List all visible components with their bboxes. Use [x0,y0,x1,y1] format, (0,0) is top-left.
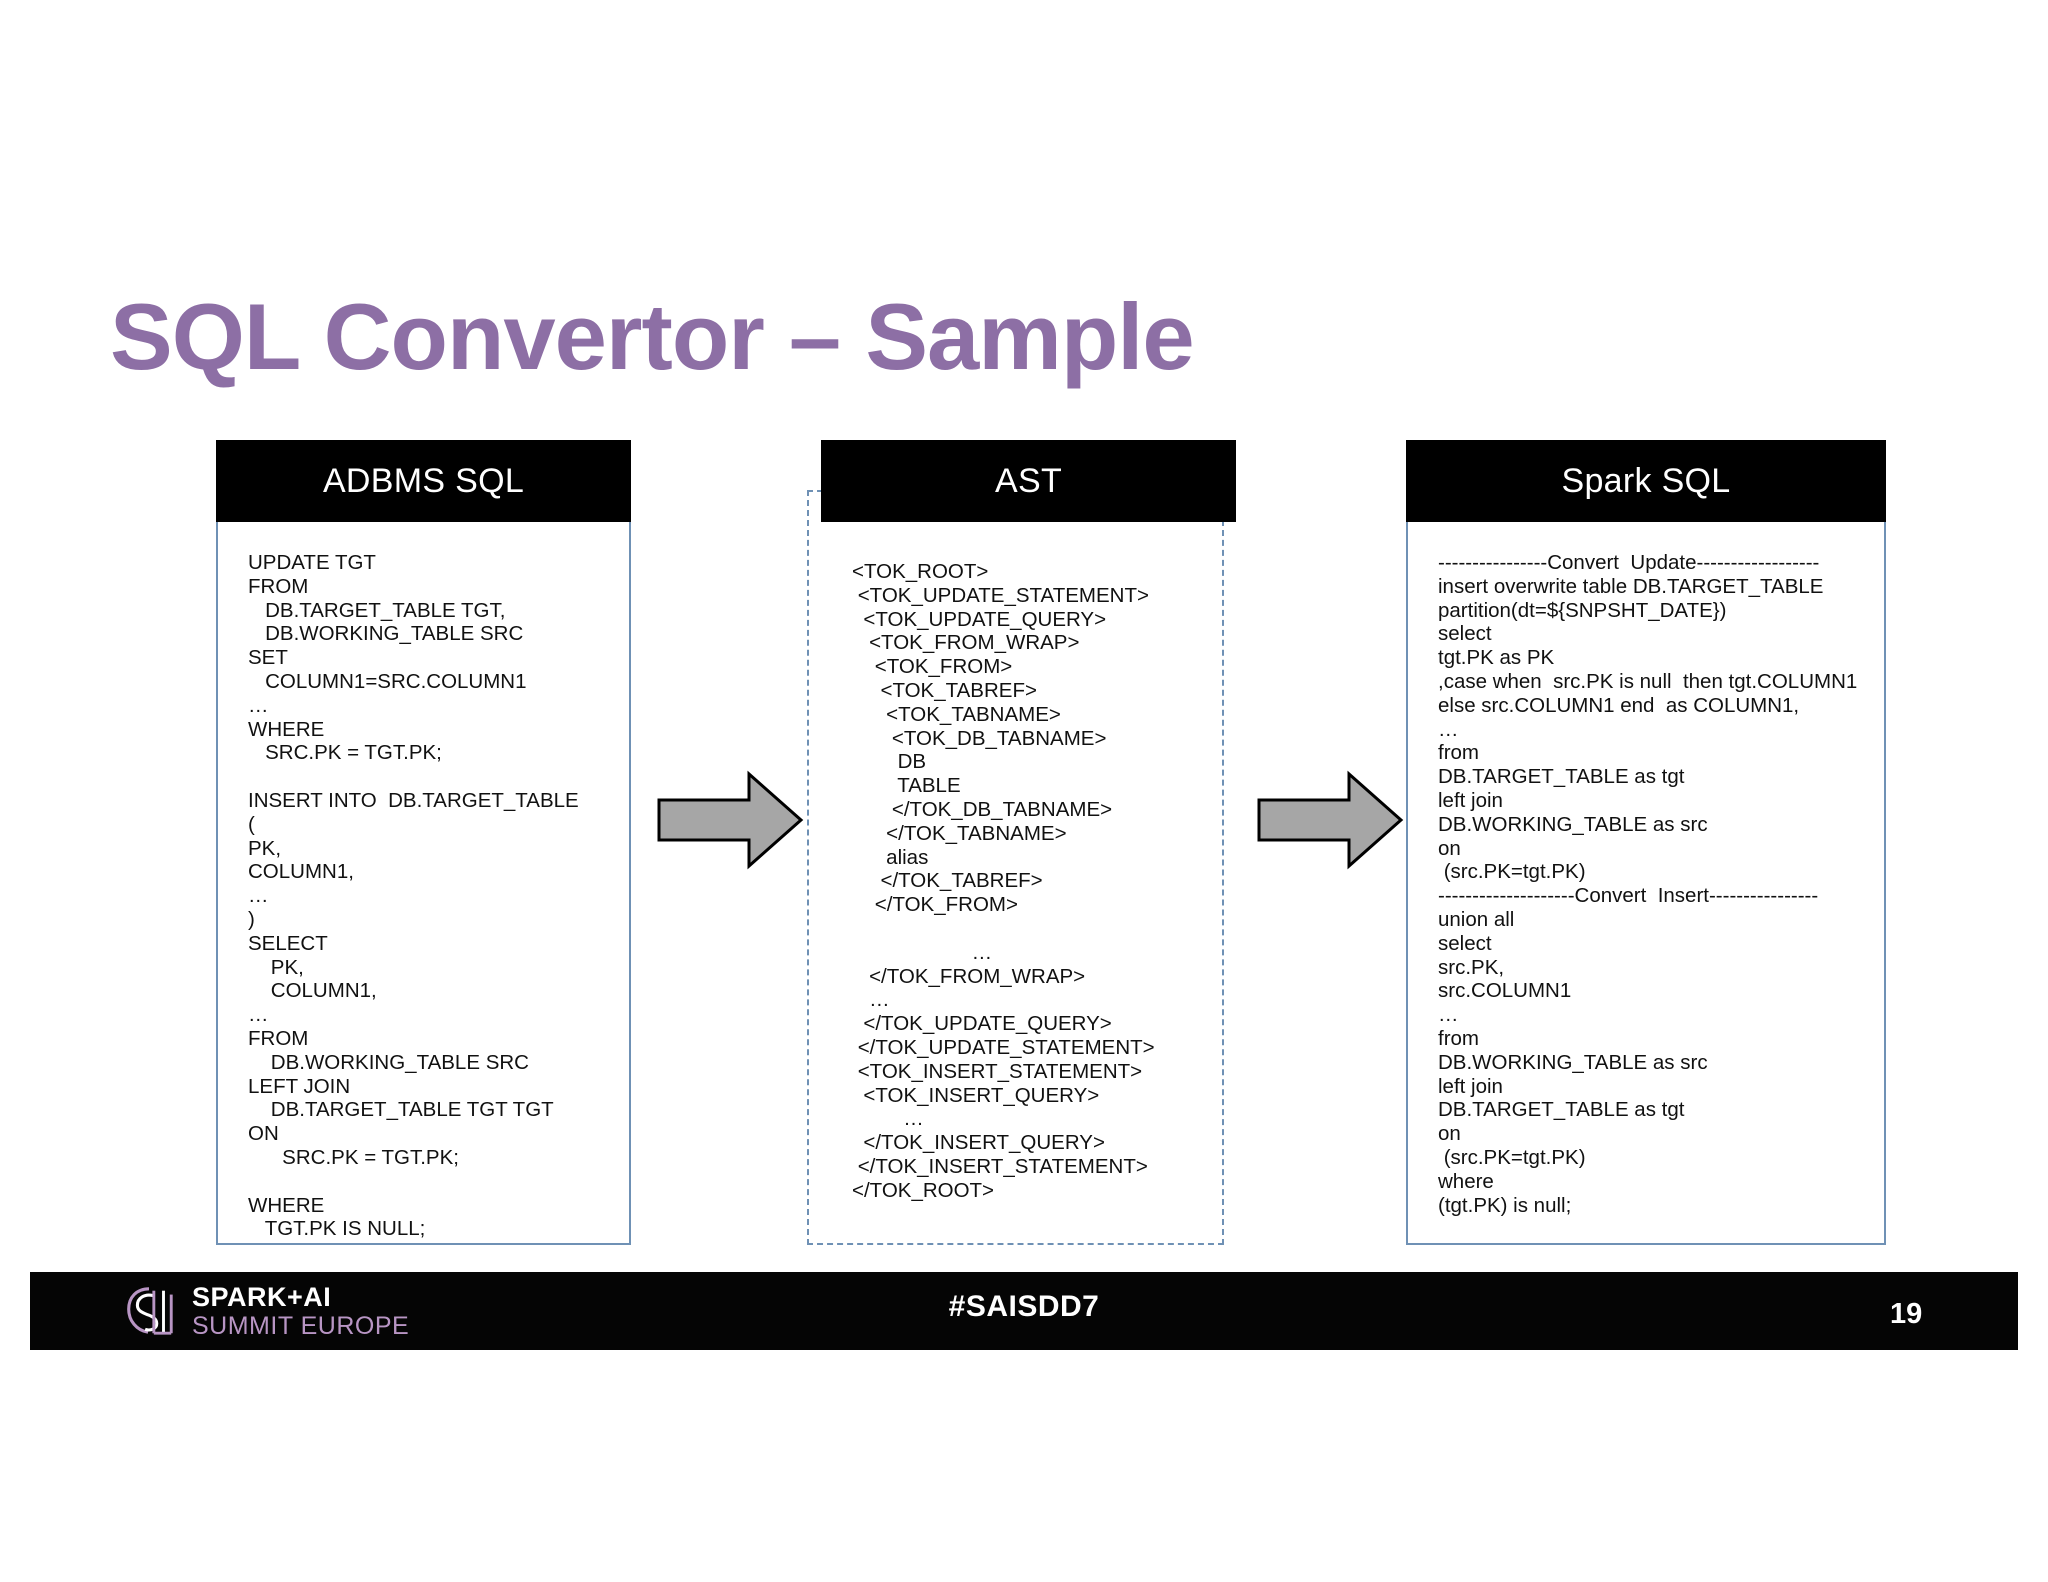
panel-ast-title: AST [994,461,1063,500]
slide-number: 19 [1890,1298,1923,1330]
panel-adbms-sql-code: UPDATE TGT FROM DB.TARGET_TABLE TGT, DB.… [248,551,579,1241]
footer-bar [30,1272,2018,1350]
panel-spark-sql-title: Spark SQL [1561,461,1731,500]
panel-spark-sql-code: ----------------Convert Update----------… [1438,551,1858,1217]
panel-spark-sql-header: Spark SQL [1406,440,1886,522]
panel-adbms-sql-header: ADBMS SQL [216,440,631,522]
logo-secondary-text: SUMMIT EUROPE [192,1311,410,1340]
spark-summit-logo-icon [127,1287,173,1335]
panel-adbms-sql [216,490,631,1245]
logo-primary-text: SPARK+AI [192,1281,332,1312]
panel-ast [807,490,1224,1245]
arrow-adbms-to-ast-icon [655,770,805,870]
panel-ast-code: <TOK_ROOT> <TOK_UPDATE_STATEMENT> <TOK_U… [852,560,1155,1202]
footer-hashtag: #SAISDD7 [948,1290,1100,1323]
panel-ast-header: AST [821,440,1236,522]
page-title: SQL Convertor – Sample [110,284,1195,389]
panel-spark-sql [1406,490,1886,1245]
spark-ai-summit-logo: SPARK+AI SUMMIT EUROPE [120,1281,409,1341]
arrow-ast-to-spark-icon [1255,770,1405,870]
panel-adbms-sql-title: ADBMS SQL [322,461,525,500]
